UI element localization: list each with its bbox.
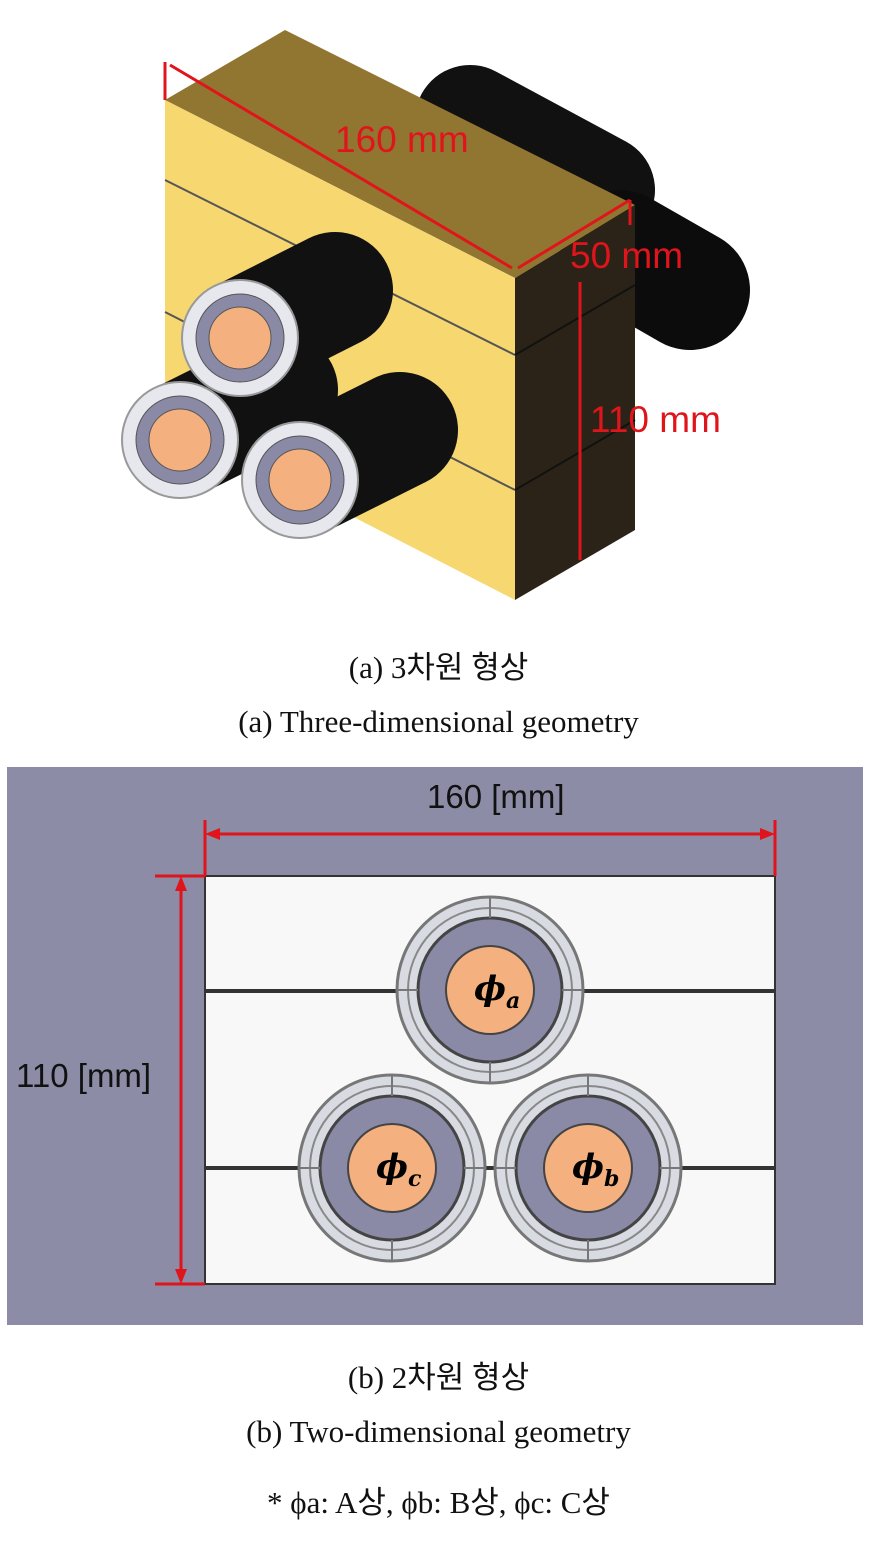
block-top-face bbox=[165, 30, 635, 278]
cable-cylinder-a bbox=[181, 232, 393, 397]
cable-cross-section-c: ϕc bbox=[297, 1073, 487, 1263]
cable-cross-section-b: ϕb bbox=[493, 1073, 683, 1263]
caption-a-english: (a) Three-dimensional geometry bbox=[238, 704, 639, 739]
cable-cylinder-c bbox=[121, 332, 338, 499]
dimension-label-width: 160 [mm] bbox=[427, 778, 565, 815]
dimension-label-depth: 50 mm bbox=[570, 235, 683, 276]
dimension-label-length: 160 mm bbox=[335, 119, 469, 160]
block-side-face bbox=[515, 205, 635, 600]
cable-cylinder-b bbox=[241, 372, 458, 539]
cable-cross-section-a: ϕa bbox=[395, 895, 585, 1085]
three-dimensional-geometry: 160 mm 50 mm 110 mm bbox=[121, 30, 750, 600]
two-dimensional-geometry: ϕa ϕc ϕb 160 [mm] 110 [mm] bbox=[7, 767, 863, 1325]
phase-label-c: ϕc bbox=[376, 1147, 422, 1192]
caption-b-korean: (b) 2차원 형상 bbox=[347, 1360, 530, 1395]
dimension-lines-2d bbox=[155, 820, 777, 1286]
dimension-lines bbox=[163, 62, 632, 560]
caption-a-korean: (a) 3차원 형상 bbox=[348, 650, 529, 685]
caption-b-english: (b) Two-dimensional geometry bbox=[246, 1414, 631, 1449]
phase-footnote: * ϕa: A상, ϕb: B상, ϕc: C상 bbox=[267, 1485, 610, 1520]
dimension-label-height: 110 mm bbox=[590, 399, 721, 440]
dimension-label-height-2d: 110 [mm] bbox=[16, 1057, 151, 1094]
